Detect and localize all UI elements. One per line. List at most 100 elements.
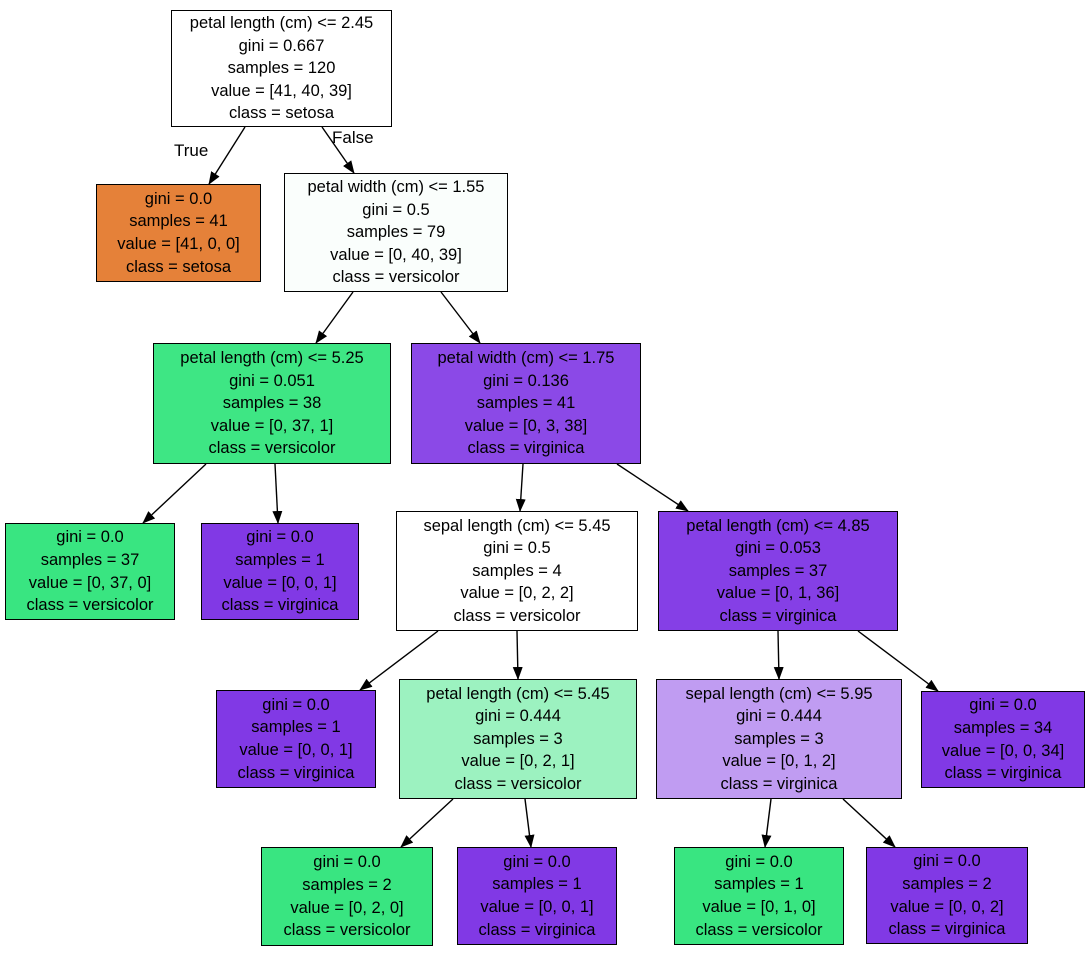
samples-count: samples = 4 bbox=[472, 561, 562, 580]
class-distribution: value = [0, 3, 38] bbox=[464, 416, 588, 435]
samples-count: samples = 79 bbox=[346, 223, 446, 242]
gini-value: gini = 0.053 bbox=[735, 539, 821, 558]
edge-pl485-left bbox=[773, 630, 784, 680]
gini-value: gini = 0.0 bbox=[503, 852, 571, 871]
class-label: class = versicolor bbox=[454, 774, 582, 793]
gini-value: gini = 0.0 bbox=[246, 528, 314, 547]
class-label: class = virginica bbox=[478, 920, 596, 939]
class-label: class = virginica bbox=[720, 774, 838, 793]
gini-value: gini = 0.051 bbox=[229, 371, 315, 390]
edge-sl545-right bbox=[512, 630, 523, 680]
tree-node-petal-width-175: petal width (cm) <= 1.75 gini = 0.136 sa… bbox=[411, 343, 641, 464]
tree-node-sepal-length-545: sepal length (cm) <= 5.45 gini = 0.5 sam… bbox=[396, 511, 638, 631]
class-label: class = virginica bbox=[719, 606, 837, 625]
samples-count: samples = 1 bbox=[235, 550, 325, 569]
samples-count: samples = 38 bbox=[222, 394, 322, 413]
tree-node-leaf-virginica-34: gini = 0.0 samples = 34 value = [0, 0, 3… bbox=[921, 691, 1085, 788]
class-label: class = versicolor bbox=[208, 439, 336, 458]
class-distribution: value = [0, 37, 0] bbox=[28, 573, 152, 592]
tree-node-leaf-versicolor-1: gini = 0.0 samples = 1 value = [0, 1, 0]… bbox=[674, 847, 844, 945]
class-label: class = setosa bbox=[125, 257, 231, 276]
tree-node-leaf-virginica-1b: gini = 0.0 samples = 1 value = [0, 0, 1]… bbox=[216, 690, 376, 788]
edge-pw155-right bbox=[440, 291, 481, 344]
samples-count: samples = 120 bbox=[227, 59, 336, 78]
split-condition: petal width (cm) <= 1.55 bbox=[307, 178, 485, 197]
edge-sl595-right bbox=[842, 798, 896, 848]
samples-count: samples = 34 bbox=[953, 718, 1053, 737]
tree-node-leaf-setosa: gini = 0.0 samples = 41 value = [41, 0, … bbox=[96, 184, 261, 282]
edge-pl545-left bbox=[400, 798, 454, 848]
edge-pw175-right bbox=[616, 463, 689, 512]
edge-pl525-left bbox=[142, 463, 207, 524]
class-label: class = versicolor bbox=[695, 920, 823, 939]
gini-value: gini = 0.0 bbox=[313, 853, 381, 872]
gini-value: gini = 0.0 bbox=[913, 852, 981, 871]
class-label: class = virginica bbox=[221, 596, 339, 615]
samples-count: samples = 2 bbox=[902, 874, 992, 893]
gini-value: gini = 0.667 bbox=[238, 36, 325, 55]
class-distribution: value = [0, 0, 34] bbox=[941, 741, 1065, 760]
class-distribution: value = [0, 0, 1] bbox=[239, 741, 353, 759]
tree-node-petal-length-485: petal length (cm) <= 4.85 gini = 0.053 s… bbox=[658, 511, 898, 631]
class-label: class = setosa bbox=[228, 104, 334, 123]
samples-count: samples = 3 bbox=[473, 729, 563, 748]
gini-value: gini = 0.0 bbox=[56, 528, 124, 547]
class-label: class = versicolor bbox=[453, 606, 581, 625]
split-condition: petal length (cm) <= 2.45 bbox=[189, 14, 374, 33]
edge-pl525-right bbox=[272, 463, 283, 524]
edge-pl545-right bbox=[524, 798, 535, 848]
gini-value: gini = 0.5 bbox=[483, 539, 551, 558]
gini-value: gini = 0.444 bbox=[475, 707, 561, 726]
samples-count: samples = 41 bbox=[129, 212, 228, 231]
class-distribution: value = [0, 2, 1] bbox=[461, 752, 575, 771]
gini-value: gini = 0.5 bbox=[362, 200, 430, 219]
class-label: class = versicolor bbox=[283, 921, 411, 940]
class-distribution: value = [41, 40, 39] bbox=[211, 81, 352, 100]
gini-value: gini = 0.0 bbox=[725, 852, 793, 871]
split-condition: petal length (cm) <= 4.85 bbox=[686, 516, 870, 535]
edge-label-true: True bbox=[174, 141, 209, 160]
tree-node-leaf-virginica-1c: gini = 0.0 samples = 1 value = [0, 0, 1]… bbox=[457, 847, 617, 945]
tree-node-petal-length-545: petal length (cm) <= 5.45 gini = 0.444 s… bbox=[399, 679, 637, 799]
class-label: class = versicolor bbox=[332, 268, 460, 287]
class-label: class = virginica bbox=[888, 920, 1006, 939]
tree-node-sepal-length-595: sepal length (cm) <= 5.95 gini = 0.444 s… bbox=[656, 679, 902, 799]
samples-count: samples = 37 bbox=[728, 561, 828, 580]
class-distribution: value = [0, 37, 1] bbox=[210, 416, 334, 435]
edge-sl595-left bbox=[761, 798, 772, 848]
split-condition: petal width (cm) <= 1.75 bbox=[437, 349, 615, 368]
tree-node-leaf-virginica-1a: gini = 0.0 samples = 1 value = [0, 0, 1]… bbox=[201, 523, 359, 620]
split-condition: petal length (cm) <= 5.25 bbox=[180, 349, 364, 368]
class-distribution: value = [0, 40, 39] bbox=[330, 245, 462, 264]
class-distribution: value = [0, 1, 2] bbox=[722, 752, 836, 771]
edge-label-false: False bbox=[332, 128, 374, 147]
class-label: class = virginica bbox=[467, 439, 585, 458]
samples-count: samples = 41 bbox=[476, 394, 576, 413]
split-condition: sepal length (cm) <= 5.45 bbox=[423, 516, 611, 535]
edge-root-true bbox=[208, 126, 246, 185]
class-label: class = versicolor bbox=[26, 596, 154, 615]
gini-value: gini = 0.0 bbox=[969, 696, 1037, 715]
gini-value: gini = 0.136 bbox=[483, 371, 569, 390]
tree-node-leaf-versicolor-2: gini = 0.0 samples = 2 value = [0, 2, 0]… bbox=[261, 847, 433, 946]
samples-count: samples = 3 bbox=[734, 729, 824, 748]
edge-pw155-left bbox=[315, 291, 354, 344]
tree-node-leaf-versicolor-37: gini = 0.0 samples = 37 value = [0, 37, … bbox=[5, 523, 175, 620]
edge-pw175-left bbox=[515, 463, 526, 512]
class-distribution: value = [0, 1, 0] bbox=[702, 898, 816, 916]
class-distribution: value = [0, 0, 2] bbox=[890, 897, 1004, 916]
gini-value: gini = 0.444 bbox=[736, 707, 822, 726]
samples-count: samples = 1 bbox=[492, 875, 582, 894]
class-distribution: value = [0, 2, 2] bbox=[460, 584, 574, 603]
tree-node-petal-length-525: petal length (cm) <= 5.25 gini = 0.051 s… bbox=[153, 343, 391, 464]
class-distribution: value = [41, 0, 0] bbox=[117, 235, 240, 253]
split-condition: petal length (cm) <= 5.45 bbox=[426, 684, 610, 703]
samples-count: samples = 1 bbox=[714, 875, 804, 894]
tree-node-leaf-virginica-2: gini = 0.0 samples = 2 value = [0, 0, 2]… bbox=[866, 847, 1028, 944]
class-label: class = virginica bbox=[237, 763, 355, 782]
gini-value: gini = 0.0 bbox=[262, 695, 330, 714]
tree-node-petal-width-155: petal width (cm) <= 1.55 gini = 0.5 samp… bbox=[284, 173, 508, 292]
gini-value: gini = 0.0 bbox=[144, 189, 213, 208]
